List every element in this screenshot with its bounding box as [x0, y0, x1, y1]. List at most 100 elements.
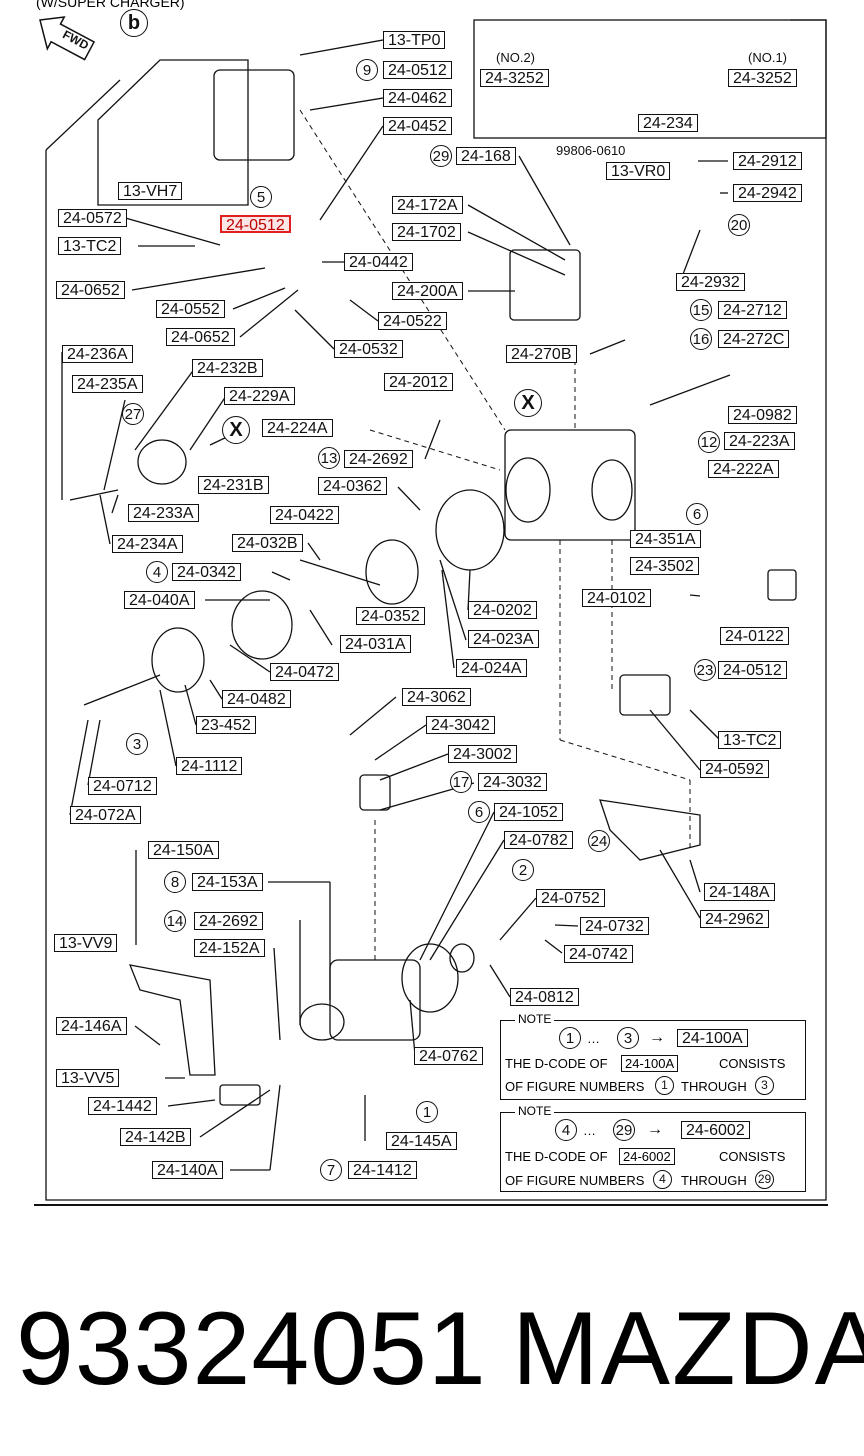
- part-label: 24-2912: [733, 152, 802, 170]
- part-label: 13-VH7: [118, 182, 183, 200]
- part-label: 24-0122: [720, 627, 789, 645]
- ref-circle: 3: [126, 733, 148, 755]
- part-label: 24-0512: [718, 661, 787, 679]
- part-label: 24-023A: [468, 630, 539, 648]
- note-line: CONSISTS: [719, 1056, 786, 1071]
- part-label: 24-1412: [348, 1161, 417, 1179]
- part-label: 24-0352: [356, 607, 425, 625]
- part-label: 24-3002: [448, 745, 517, 763]
- part-label: 24-0572: [58, 209, 127, 227]
- no2-label: (NO.2): [496, 50, 535, 65]
- part-label: 13-TC2: [718, 731, 782, 749]
- ref-circle: 14: [164, 910, 186, 932]
- part-label: 24-0442: [344, 253, 413, 271]
- part-label: 24-231B: [198, 476, 269, 494]
- part-label: 24-236A: [62, 345, 133, 363]
- note-box: NOTE 4 … 29 → 24-6002 THE D-CODE OF 24-6…: [500, 1104, 806, 1192]
- part-label: 24-223A: [724, 432, 795, 450]
- part-label: 24-0552: [156, 300, 225, 318]
- note-from-circle: 4: [653, 1170, 672, 1189]
- part-label: 24-0652: [166, 328, 235, 346]
- part-label: 24-0482: [222, 690, 291, 708]
- brand-name: MAZDA: [512, 1291, 864, 1407]
- note-line: CONSISTS: [719, 1149, 786, 1164]
- part-label: 24-2962: [700, 910, 769, 928]
- part-label: 24-0782: [504, 831, 573, 849]
- note-to-circle: 3: [755, 1076, 774, 1095]
- part-label: 24-0752: [536, 889, 605, 907]
- part-label: 24-234A: [112, 535, 183, 553]
- footer: 93324051 MAZDA: [0, 1240, 864, 1450]
- part-label: 24-0342: [172, 563, 241, 581]
- part-label: 24-0762: [414, 1047, 483, 1065]
- diagram-drawing: [34, 16, 828, 1206]
- part-label: 24-3032: [478, 773, 547, 791]
- note-code-inline: 24-100A: [621, 1055, 679, 1072]
- note-title: NOTE: [515, 1012, 555, 1026]
- ref-circle: 23: [694, 659, 716, 681]
- ref-circle: 15: [690, 299, 712, 321]
- header-note: (W/SUPER CHARGER): [36, 0, 185, 10]
- ref-circle: 9: [356, 59, 378, 81]
- part-label: 24-351A: [630, 530, 701, 548]
- part-label: 24-3042: [426, 716, 495, 734]
- note-code: 24-100A: [677, 1029, 748, 1047]
- part-label: 24-0652: [56, 281, 125, 299]
- note-line: THROUGH: [681, 1079, 747, 1094]
- part-label: 24-3502: [630, 557, 699, 575]
- part-label: 24-222A: [708, 460, 779, 478]
- part-label: 13-TC2: [58, 237, 122, 255]
- part-label: 24-2942: [733, 184, 802, 202]
- part-label: 24-140A: [152, 1161, 223, 1179]
- part-label: 24-0522: [378, 312, 447, 330]
- note-code-inline: 24-6002: [619, 1148, 675, 1165]
- part-label: 24-148A: [704, 883, 775, 901]
- no1-label: (NO.1): [748, 50, 787, 65]
- ref-circle: X: [222, 416, 250, 444]
- part-label: 13-VV9: [54, 934, 118, 952]
- part-label: 24-229A: [224, 387, 295, 405]
- part-label: 24-150A: [148, 841, 219, 859]
- part-label: 13-VR0: [606, 162, 671, 180]
- ref-circle: 27: [122, 403, 144, 425]
- ref-circle: 6: [468, 801, 490, 823]
- part-label: 24-2932: [676, 273, 745, 291]
- part-label: 24-0712: [88, 777, 157, 795]
- part-label: 24-0512: [383, 61, 452, 79]
- note-to-circle: 3: [617, 1027, 639, 1049]
- part-label: 24-0592: [700, 760, 769, 778]
- note-box: NOTE 1 … 3 → 24-100A THE D-CODE OF 24-10…: [500, 1012, 806, 1100]
- note-line: OF FIGURE NUMBERS: [505, 1173, 645, 1188]
- ref-circle: 17: [450, 771, 472, 793]
- part-label: 24-146A: [56, 1017, 127, 1035]
- code-label: 99806-0610: [556, 143, 626, 158]
- note-to-circle: 29: [613, 1119, 635, 1141]
- part-label: 24-2012: [384, 373, 453, 391]
- note-code: 24-6002: [681, 1121, 750, 1139]
- ref-circle: 20: [728, 214, 750, 236]
- note-to-circle: 29: [755, 1170, 774, 1189]
- part-label: 24-0422: [270, 506, 339, 524]
- ref-circle: 24: [588, 830, 610, 852]
- part-label: 24-152A: [194, 939, 265, 957]
- note-from-circle: 4: [555, 1119, 577, 1141]
- part-label: 24-1112: [176, 757, 243, 775]
- ref-circle: 2: [512, 859, 534, 881]
- note-title: NOTE: [515, 1104, 555, 1118]
- part-label: 24-3252: [480, 69, 549, 87]
- part-label: 24-072A: [70, 806, 141, 824]
- note-line: THE D-CODE OF: [505, 1056, 608, 1071]
- note-line: THE D-CODE OF: [505, 1149, 608, 1164]
- part-label: 24-0102: [582, 589, 651, 607]
- part-label: 24-1442: [88, 1097, 157, 1115]
- ref-circle: X: [514, 389, 542, 417]
- note-from-circle: 1: [655, 1076, 674, 1095]
- part-label: 24-0462: [383, 89, 452, 107]
- part-label: 24-270B: [506, 345, 577, 363]
- part-label: 24-200A: [392, 282, 463, 300]
- ref-circle: 6: [686, 503, 708, 525]
- part-label: 13-VV5: [56, 1069, 120, 1087]
- part-label: 24-032B: [232, 534, 303, 552]
- parts-diagram: (W/SUPER CHARGER) FWD 13-TP0 24-0512 24-…: [34, 0, 828, 1206]
- ref-circle: 7: [320, 1159, 342, 1181]
